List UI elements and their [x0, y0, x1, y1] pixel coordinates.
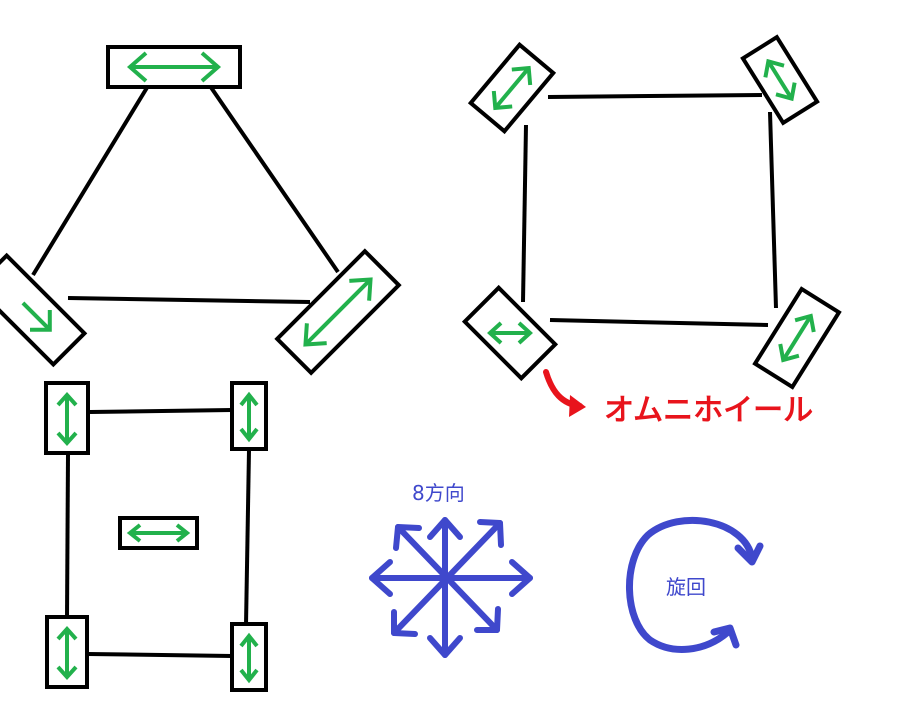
- omni-wheel-left: [0, 252, 88, 368]
- omni-wheel-right: [274, 248, 402, 376]
- eight-directions-label: 8方向: [412, 481, 465, 505]
- omni-wheel-label: オムニホイール: [604, 393, 813, 428]
- eight-direction-arrows: [369, 517, 533, 658]
- frame-edge: [244, 449, 251, 626]
- frame-edge: [208, 84, 340, 274]
- omni-wheel-front-left: [467, 41, 557, 135]
- omni-wheel-front-right: [740, 34, 820, 126]
- omni-wheel-top: [106, 45, 242, 89]
- rotation-arrow: [626, 516, 764, 653]
- rotation-label: 旋回: [666, 575, 706, 599]
- rectangle-robot: [44, 381, 268, 692]
- square-omni-robot: オムニホイール: [461, 34, 842, 428]
- omni-wheel-rear-right: [752, 286, 842, 390]
- wheel-front-right: [230, 381, 268, 451]
- triangle-robot: [0, 45, 402, 376]
- frame-edge: [31, 84, 150, 277]
- omni-wheel-pointer-arrow: [543, 369, 586, 417]
- frame-edge: [521, 124, 528, 303]
- wheel-center: [118, 516, 199, 550]
- wheel-rear-left: [45, 615, 89, 689]
- frame-edge: [768, 111, 778, 309]
- frame-edge: [65, 453, 70, 619]
- wheel-rear-right: [230, 622, 268, 692]
- frame-edge: [67, 296, 311, 304]
- omni-wheel-rear-left: [461, 284, 559, 382]
- frame-edge: [89, 408, 233, 414]
- frame-edge: [87, 652, 233, 658]
- frame-edge: [549, 318, 769, 327]
- frame-edge: [547, 93, 763, 99]
- wheel-front-left: [44, 381, 90, 455]
